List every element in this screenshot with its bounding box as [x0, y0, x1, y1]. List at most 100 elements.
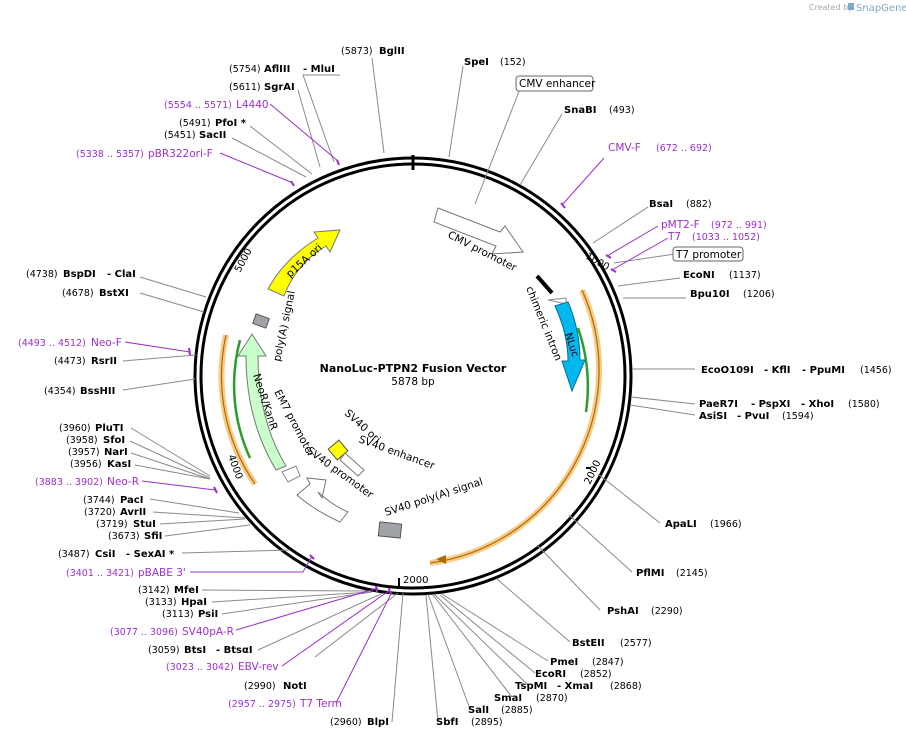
site-name-sacii: SacII [199, 130, 226, 141]
primer-leaders [124, 103, 669, 704]
primer-name-l4440: L4440 [236, 99, 269, 111]
site-pos-pflmi: (2145) [676, 568, 708, 579]
site-name-sbfi: SbfI [436, 717, 458, 728]
site-pos-nari: (3957) [68, 447, 100, 458]
intron-arrow-icon [547, 297, 567, 305]
site-name-pmei: PmeI [550, 657, 578, 668]
primer-name-sv40pa-r: SV40pA-R [182, 626, 234, 638]
site-name-bpu10i: Bpu10I [690, 289, 730, 300]
site-labels: (5873) BglII SpeI (152) (5754) AflIII - … [26, 46, 892, 728]
orf-arcs [218, 288, 603, 566]
site-name-tspmi: TspMI [515, 681, 547, 692]
site-name-avrii: AvrII [120, 507, 146, 518]
site-pos-btsi: (3059) [148, 645, 180, 656]
site-pos-ecoo109i: (1456) [860, 365, 892, 376]
intron-marker [535, 274, 554, 295]
site-name-nari: NarI [104, 447, 128, 458]
site-name-hpai: HpaI [181, 597, 207, 608]
sv40-enhancer-arrow [339, 452, 365, 477]
site-name-xhoi: - XhoI [801, 399, 834, 410]
sv40-promoter-arrow [296, 477, 349, 523]
cmv-enhancer-leader [474, 88, 521, 205]
map-length: 5878 bp [391, 376, 435, 388]
site-pos-pmei: (2847) [592, 657, 624, 668]
site-pos-kasi: (3956) [70, 459, 102, 470]
site-name-sfii: SfiI [144, 531, 162, 542]
chimeric-intron-label: chimeric intron [523, 285, 564, 363]
primer-pos-neo-r: (3883 .. 3902) [35, 477, 103, 488]
site-pos-sfii: (3673) [108, 531, 140, 542]
site-name-blpi: BlpI [367, 717, 389, 728]
site-name-bsteii: BstEII [572, 638, 605, 649]
primer-name-pbr322ori: pBR322ori-F [148, 148, 213, 160]
orf-arc-left-line [220, 334, 256, 485]
site-pos-bsshii: (4354) [44, 386, 76, 397]
site-name-ppumi: - PpuMI [802, 365, 845, 376]
polya-signal-label: poly(A) signal [271, 290, 298, 363]
site-name-snabi: SnaBI [564, 105, 596, 116]
site-name-pflmi: PflMI [636, 568, 664, 579]
p15a-ori-arrow [267, 229, 341, 297]
primer-name-neo-r: Neo-R [107, 476, 139, 488]
site-pos-spei: (152) [500, 57, 526, 68]
site-name-ecori: EcoRI [535, 669, 566, 680]
primer-pos-sv40pa-r: (3077 .. 3096) [110, 627, 178, 638]
site-name-pluti: PluTI [95, 423, 123, 434]
primer-pos-neo-f: (4493 .. 4512) [18, 338, 86, 349]
site-name-btsai: - BtsαI [216, 645, 253, 656]
site-pos-afliii: (5754) [229, 64, 261, 75]
site-name-smai: SmaI [494, 693, 522, 704]
site-pos-bspdi: (4738) [26, 269, 58, 280]
tick-2000-bottom: 2000 [403, 575, 428, 586]
orf-green-neo [232, 339, 252, 459]
site-name-asisi: AsiSI [699, 411, 727, 422]
nluc-arrow [554, 301, 586, 393]
credit-prefix: Created by [809, 3, 853, 12]
site-pos-bpu10i: (1206) [743, 289, 775, 300]
primer-pos-pmt2-f: (972 .. 991) [711, 220, 767, 231]
site-pos-apali: (1966) [710, 519, 742, 530]
site-name-pspxi: - PspXI [751, 399, 790, 410]
site-leaders [122, 57, 696, 723]
site-name-csii: CsiI [95, 549, 115, 560]
site-name-kasi: KasI [107, 459, 131, 470]
site-pos-sacii: (5451) [164, 130, 196, 141]
site-pos-paci: (3744) [83, 495, 115, 506]
sv40-ori-box [327, 439, 349, 461]
site-name-mfei: MfeI [174, 585, 199, 596]
site-name-stui: StuI [133, 519, 156, 530]
site-name-kfli: - KflI [764, 365, 791, 376]
site-name-psii: PsiI [198, 609, 218, 620]
site-name-apali: ApaLI [665, 519, 697, 530]
primer-name-neo-f: Neo-F [91, 337, 122, 349]
site-name-pshai: PshAI [607, 606, 639, 617]
cmv-promoter-arrow [433, 207, 524, 255]
site-pos-csii: (3487) [58, 549, 90, 560]
site-pos-pluti: (3960) [59, 423, 91, 434]
neo-arrow [237, 333, 287, 471]
cmv-enhancer-label: CMV enhancer [519, 78, 596, 90]
site-name-sali: SalI [468, 705, 489, 716]
primer-name-pbabe3: pBABE 3' [138, 567, 186, 579]
primer-name-pmt2-f: pMT2-F [661, 219, 700, 231]
site-pos-hpai: (3133) [145, 597, 177, 608]
site-pos-asisi: (1594) [782, 411, 814, 422]
site-pos-sbfi: (2895) [471, 717, 503, 728]
sv40-polya-label: SV40 poly(A) signal [383, 476, 484, 519]
site-name-pvui: - PvuI [737, 411, 769, 422]
site-pos-bsai: (882) [686, 199, 712, 210]
site-name-sgrai: SgrAI [264, 82, 295, 93]
primer-pos-cmv-f: (672 .. 692) [656, 143, 712, 154]
t7-promoter-label: T7 promoter [675, 249, 742, 261]
primer-name-t7-term: T7 Term [299, 698, 342, 710]
primer-pos-l4440: (5554 .. 5571) [164, 100, 232, 111]
site-pos-mfei: (3142) [138, 585, 170, 596]
site-pos-blpi: (2960) [330, 717, 362, 728]
map-title: NanoLuc-PTPN2 Fusion Vector [320, 362, 507, 375]
site-pos-sali: (2885) [501, 705, 533, 716]
orf-arrowhead-icon [436, 555, 446, 564]
site-pos-tspmi: (2868) [610, 681, 642, 692]
sv40-polya-box [377, 521, 403, 539]
site-name-bsshii: BssHII [80, 386, 115, 397]
